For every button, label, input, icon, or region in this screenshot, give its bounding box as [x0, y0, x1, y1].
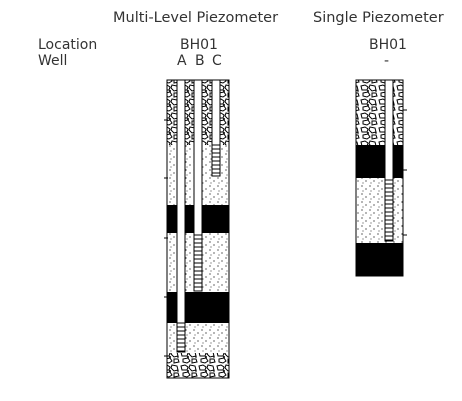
pipe-a-riser — [176, 79, 186, 324]
multi-layer-7-gravel — [167, 353, 229, 378]
well-label: Well — [38, 53, 68, 69]
single-pipe-screen — [384, 179, 394, 242]
single-column-outline — [355, 79, 404, 277]
pipe-b-riser — [193, 79, 203, 236]
single-well-value: - — [384, 53, 390, 69]
single-layer-3-sand — [356, 178, 403, 243]
single-layer-1-gravel — [356, 80, 403, 145]
single-layer-4-clay — [356, 243, 403, 276]
pipe-c-riser — [211, 79, 221, 146]
multi-layer-6-sand — [167, 323, 229, 353]
single-layer-2-clay — [356, 145, 403, 178]
multi-location-value: BH01 — [180, 37, 218, 53]
location-label: Location — [38, 37, 98, 53]
well-a-label: A — [177, 53, 187, 69]
well-c-label: C — [212, 53, 222, 69]
well-b-label: B — [195, 53, 205, 69]
multi-layer-5-clay — [167, 292, 229, 323]
single-location-value: BH01 — [369, 37, 407, 53]
multi-level-piezometer-title: Multi-Level Piezometer — [113, 10, 279, 26]
pipe-a-screen — [176, 322, 186, 353]
single-piezometer-title: Single Piezometer — [313, 10, 444, 26]
single-pipe-riser — [384, 79, 394, 181]
